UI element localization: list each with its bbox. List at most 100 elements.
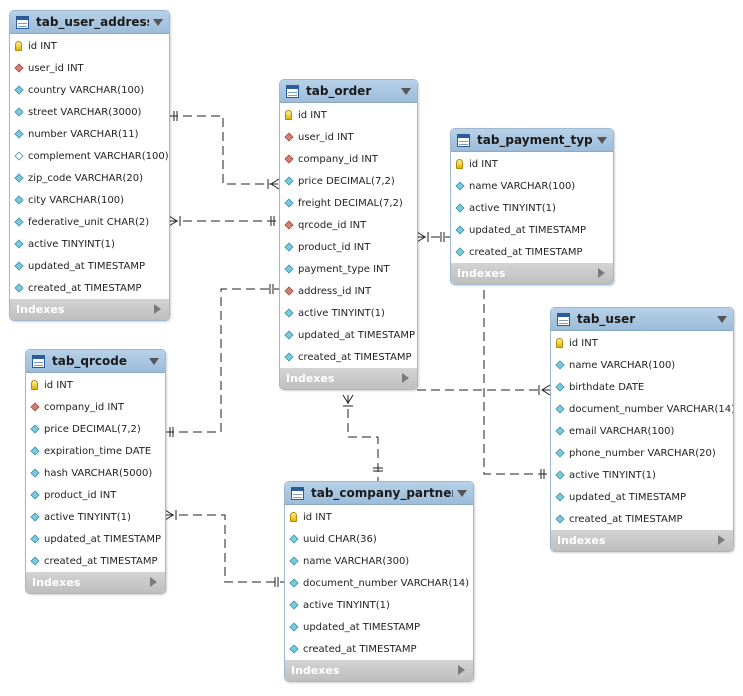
collapse-arrow-icon[interactable] xyxy=(717,315,727,323)
column-row[interactable]: complement VARCHAR(100) xyxy=(10,145,169,167)
column-label: zip_code VARCHAR(20) xyxy=(28,172,143,184)
column-row[interactable]: active TINYINT(1) xyxy=(10,233,169,255)
column-row[interactable]: updated_at TIMESTAMP xyxy=(451,219,613,241)
column-diamond-icon xyxy=(284,330,294,340)
expand-arrow-icon[interactable] xyxy=(402,373,409,383)
column-row[interactable]: street VARCHAR(3000) xyxy=(10,101,169,123)
indexes-section[interactable]: Indexes xyxy=(10,299,169,320)
table-header[interactable]: tab_company_partners xyxy=(285,482,473,505)
column-row[interactable]: active TINYINT(1) xyxy=(285,594,473,616)
column-row[interactable]: id INT xyxy=(551,332,733,354)
table-name: tab_qrcode xyxy=(52,354,128,368)
column-row[interactable]: phone_number VARCHAR(20) xyxy=(551,442,733,464)
column-row[interactable]: id INT xyxy=(26,374,165,396)
collapse-arrow-icon[interactable] xyxy=(149,357,159,365)
column-row[interactable]: created_at TIMESTAMP xyxy=(551,508,733,530)
column-row[interactable]: updated_at TIMESTAMP xyxy=(26,528,165,550)
table-tab-user[interactable]: tab_user id INT name VARCHAR(100) birthd… xyxy=(550,307,734,552)
column-row[interactable]: active TINYINT(1) xyxy=(451,197,613,219)
indexes-section[interactable]: Indexes xyxy=(285,660,473,681)
nullable-column-diamond-icon xyxy=(14,151,24,161)
table-tab-payment-type[interactable]: tab_payment_type id INT name VARCHAR(100… xyxy=(450,128,614,285)
table-header[interactable]: tab_payment_type xyxy=(451,129,613,152)
table-header[interactable]: tab_user xyxy=(551,308,733,331)
column-row[interactable]: country VARCHAR(100) xyxy=(10,79,169,101)
table-tab-order[interactable]: tab_order id INT user_id INT company_id … xyxy=(279,79,418,390)
collapse-arrow-icon[interactable] xyxy=(153,18,163,26)
column-row[interactable]: updated_at TIMESTAMP xyxy=(10,255,169,277)
indexes-section[interactable]: Indexes xyxy=(551,530,733,551)
indexes-label: Indexes xyxy=(286,372,335,385)
column-row[interactable]: name VARCHAR(300) xyxy=(285,550,473,572)
column-row[interactable]: created_at TIMESTAMP xyxy=(10,277,169,299)
column-diamond-icon xyxy=(289,578,299,588)
column-row[interactable]: name VARCHAR(100) xyxy=(451,175,613,197)
column-row[interactable]: active TINYINT(1) xyxy=(280,302,417,324)
column-label: name VARCHAR(100) xyxy=(569,359,676,371)
table-header[interactable]: tab_qrcode xyxy=(26,350,165,373)
column-diamond-icon xyxy=(284,308,294,318)
column-diamond-icon xyxy=(284,198,294,208)
expand-arrow-icon[interactable] xyxy=(598,268,605,278)
column-row[interactable]: created_at TIMESTAMP xyxy=(280,346,417,368)
column-row[interactable]: created_at TIMESTAMP xyxy=(285,638,473,660)
column-row[interactable]: expiration_time DATE xyxy=(26,440,165,462)
column-row[interactable]: product_id INT xyxy=(26,484,165,506)
indexes-section[interactable]: Indexes xyxy=(451,263,613,284)
column-row[interactable]: name VARCHAR(100) xyxy=(551,354,733,376)
cardinality-one-mark xyxy=(274,577,279,587)
column-row[interactable]: company_id INT xyxy=(26,396,165,418)
column-row[interactable]: payment_type INT xyxy=(280,258,417,280)
column-row[interactable]: zip_code VARCHAR(20) xyxy=(10,167,169,189)
table-tab-user-address[interactable]: tab_user_address id INT user_id INT coun… xyxy=(9,10,170,321)
column-row[interactable]: id INT xyxy=(280,104,417,126)
expand-arrow-icon[interactable] xyxy=(154,304,161,314)
table-tab-company-partners[interactable]: tab_company_partners id INT uuid CHAR(36… xyxy=(284,481,474,682)
collapse-arrow-icon[interactable] xyxy=(597,136,607,144)
column-diamond-icon xyxy=(289,622,299,632)
column-row[interactable]: city VARCHAR(100) xyxy=(10,189,169,211)
column-row[interactable]: address_id INT xyxy=(280,280,417,302)
column-row[interactable]: id INT xyxy=(10,35,169,57)
column-row[interactable]: id INT xyxy=(451,153,613,175)
column-row[interactable]: qrcode_id INT xyxy=(280,214,417,236)
column-row[interactable]: freight DECIMAL(7,2) xyxy=(280,192,417,214)
column-row[interactable]: email VARCHAR(100) xyxy=(551,420,733,442)
column-row[interactable]: federative_unit CHAR(2) xyxy=(10,211,169,233)
collapse-arrow-icon[interactable] xyxy=(401,87,411,95)
table-header[interactable]: tab_order xyxy=(280,80,417,103)
column-row[interactable]: active TINYINT(1) xyxy=(26,506,165,528)
column-diamond-icon xyxy=(14,239,24,249)
expand-arrow-icon[interactable] xyxy=(458,665,465,675)
column-row[interactable]: document_number VARCHAR(14) xyxy=(285,572,473,594)
foreign-key-icon xyxy=(284,286,294,296)
column-row[interactable]: created_at TIMESTAMP xyxy=(451,241,613,263)
column-row[interactable]: user_id INT xyxy=(280,126,417,148)
column-row[interactable]: updated_at TIMESTAMP xyxy=(280,324,417,346)
column-row[interactable]: hash VARCHAR(5000) xyxy=(26,462,165,484)
table-header[interactable]: tab_user_address xyxy=(10,11,169,34)
table-tab-qrcode[interactable]: tab_qrcode id INT company_id INT price D… xyxy=(25,349,166,594)
column-row[interactable]: birthdate DATE xyxy=(551,376,733,398)
column-row[interactable]: price DECIMAL(7,2) xyxy=(280,170,417,192)
column-row[interactable]: price DECIMAL(7,2) xyxy=(26,418,165,440)
column-row[interactable]: uuid CHAR(36) xyxy=(285,528,473,550)
expand-arrow-icon[interactable] xyxy=(150,577,157,587)
column-label: price DECIMAL(7,2) xyxy=(44,423,141,435)
indexes-section[interactable]: Indexes xyxy=(26,572,165,593)
column-row[interactable]: company_id INT xyxy=(280,148,417,170)
column-row[interactable]: updated_at TIMESTAMP xyxy=(285,616,473,638)
column-row[interactable]: active TINYINT(1) xyxy=(551,464,733,486)
column-row[interactable]: id INT xyxy=(285,506,473,528)
column-row[interactable]: document_number VARCHAR(14) xyxy=(551,398,733,420)
column-label: name VARCHAR(100) xyxy=(469,180,576,192)
column-label: city VARCHAR(100) xyxy=(28,194,124,206)
collapse-arrow-icon[interactable] xyxy=(457,489,467,497)
column-row[interactable]: created_at TIMESTAMP xyxy=(26,550,165,572)
indexes-section[interactable]: Indexes xyxy=(280,368,417,389)
column-row[interactable]: updated_at TIMESTAMP xyxy=(551,486,733,508)
column-row[interactable]: product_id INT xyxy=(280,236,417,258)
column-row[interactable]: number VARCHAR(11) xyxy=(10,123,169,145)
column-row[interactable]: user_id INT xyxy=(10,57,169,79)
expand-arrow-icon[interactable] xyxy=(718,535,725,545)
